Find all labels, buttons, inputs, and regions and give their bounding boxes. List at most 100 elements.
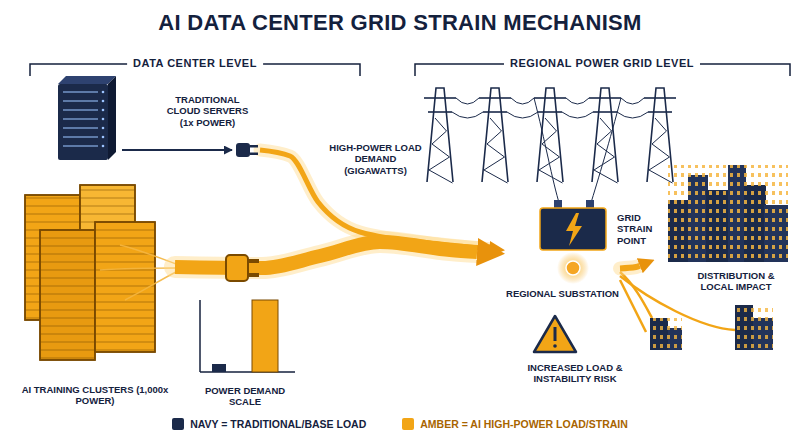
node-label: AI TRAINING CLUSTERS (1,000x POWER) <box>15 384 175 407</box>
cluster-group: AI TRAINING CLUSTERS (1,000x POWER) <box>15 180 175 415</box>
substation-icon <box>540 208 606 250</box>
traditional-server-icon <box>58 76 116 160</box>
transmission-tower <box>507 112 538 118</box>
plug-icon <box>236 143 250 157</box>
strain-point <box>557 252 589 284</box>
flow-group <box>175 150 640 268</box>
ai-rack-icon <box>40 230 95 360</box>
plug-icon <box>248 273 259 277</box>
transmission-tower <box>424 88 676 183</box>
transmission-tower <box>621 98 644 104</box>
legend: NAVY = TRADITIONAL/BASE LOAD AMBER = AI H… <box>0 418 800 430</box>
legend-swatch <box>172 418 184 430</box>
transmission-tower <box>424 97 456 99</box>
flow-glow <box>175 242 477 268</box>
transmission-tower <box>589 88 621 183</box>
plug-icon <box>250 145 258 148</box>
traditional-server-icon <box>58 84 108 160</box>
transmission-tower <box>589 97 621 99</box>
city-skyline <box>668 165 788 262</box>
traditional-server-icon <box>63 118 98 120</box>
plug-icon <box>226 255 259 281</box>
warning-symbol <box>534 316 576 352</box>
transmission-tower <box>644 97 676 99</box>
distribution-wire <box>620 280 646 332</box>
level-header: REGIONAL POWER GRID LEVEL <box>504 57 700 70</box>
transmission-tower <box>594 118 618 183</box>
substation-icon <box>566 213 582 246</box>
traditional-server-icon <box>63 145 98 147</box>
transmission-tower <box>593 111 617 113</box>
strain-point <box>566 261 580 275</box>
traditional-server-icon <box>63 136 98 138</box>
flow-glow-group <box>175 150 640 268</box>
transmission-tower <box>452 112 483 118</box>
traditional-server-icon <box>63 100 98 102</box>
power-demand-chart <box>212 364 226 372</box>
substation-feed-wire <box>534 98 621 206</box>
transmission-tower <box>562 112 593 118</box>
transmission-tower <box>539 118 563 183</box>
ai-rack-icon <box>95 222 155 352</box>
node-label: REGIONAL SUBSTATION <box>505 288 620 299</box>
transmission-tower <box>479 88 511 183</box>
power-flow-arrow <box>175 242 477 268</box>
transmission-tower <box>482 88 508 182</box>
ai-power-streaks <box>100 245 176 300</box>
transmission-tower <box>617 112 648 118</box>
traditional-server-icon <box>102 100 105 103</box>
traditional-server-icon <box>108 76 116 160</box>
transmission-tower <box>538 111 562 113</box>
transmission-tower <box>534 88 566 183</box>
callout-label: GRID STRAIN POINT <box>617 212 665 246</box>
transmission-tower <box>484 118 508 183</box>
traditional-server-icon <box>102 91 105 94</box>
strain-point <box>557 252 589 284</box>
traditional-server-icon <box>102 118 105 121</box>
traditional-server-icon <box>102 127 105 130</box>
substation-feed-wire <box>534 98 560 206</box>
level-header: DATA CENTER LEVEL <box>127 57 263 70</box>
transmission-tower <box>424 88 456 183</box>
plug-icon <box>250 153 258 156</box>
legend-text: NAVY = TRADITIONAL/BASE LOAD <box>190 418 366 430</box>
transmission-tower <box>427 88 453 182</box>
transmission-tower <box>428 111 452 113</box>
legend-swatch <box>402 418 414 430</box>
node-label: TRADITIONAL CLOUD SERVERS (1x POWER) <box>160 94 255 128</box>
traditional-server-icon <box>63 109 98 111</box>
traditional-server-icon <box>102 145 105 148</box>
traditional-server-icon <box>58 76 116 84</box>
transmission-tower <box>511 98 534 104</box>
transmission-tower <box>566 98 589 104</box>
small-flow-arrow <box>122 149 232 151</box>
traditional-server-icon <box>63 91 98 93</box>
power-demand-chart <box>252 300 278 372</box>
server-group: TRADITIONAL CLOUD SERVERS (1x POWER) <box>45 90 260 165</box>
legend-text: AMBER = AI HIGH-POWER LOAD/STRAIN <box>420 418 628 430</box>
ai-rack-icon <box>25 185 155 360</box>
power-demand-chart <box>199 300 201 372</box>
traditional-server-icon <box>63 91 104 148</box>
warning-symbol <box>553 344 557 348</box>
substation-group: REGIONAL SUBSTATION <box>505 200 620 320</box>
small-building <box>650 305 773 350</box>
substation-icon <box>540 200 606 250</box>
node-label: DISTRIBUTION & LOCAL IMPACT <box>680 270 792 293</box>
flow-glow <box>620 266 640 269</box>
transmission-tower <box>592 88 618 182</box>
risk-label: INCREASED LOAD & INSTABILITY RISK <box>505 362 645 385</box>
warning-symbol <box>534 316 576 352</box>
city-group: DISTRIBUTION & LOCAL IMPACT <box>655 160 795 300</box>
transmission-tower <box>648 111 672 113</box>
plug-icon <box>236 143 258 157</box>
transmission-tower <box>456 98 479 104</box>
chart-caption: POWER DEMAND SCALE <box>190 385 300 408</box>
transmission-tower <box>429 118 453 183</box>
legend-item: AMBER = AI HIGH-POWER LOAD/STRAIN <box>402 418 628 430</box>
warning-symbol <box>554 327 557 341</box>
ai-rack-icon <box>40 230 95 360</box>
ai-rack-icon <box>95 222 155 352</box>
traditional-server-icon <box>102 136 105 139</box>
